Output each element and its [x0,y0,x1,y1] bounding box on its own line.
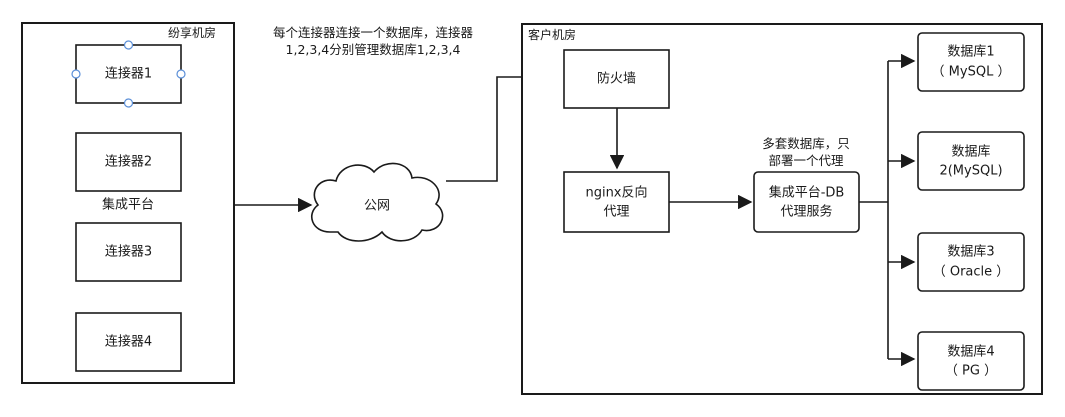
firewall-box[interactable] [563,49,670,109]
connector-3-node[interactable]: 连接器3 [75,222,182,282]
db-proxy-label-line1: 集成平台-DB [769,185,845,201]
database-1-box[interactable] [917,32,1025,92]
database-2-node[interactable]: 数据库 2(MySQL) [917,131,1025,191]
database-3-node[interactable]: 数据库3 （ Oracle ） [917,232,1025,292]
connector-2-label: 连接器2 [105,154,152,170]
database-2-label-line1: 数据库 [951,144,990,160]
connector-4-label: 连接器4 [105,334,152,350]
connector-note-line1: 每个连接器连接一个数据库，连接器 [273,25,474,40]
right-room-label: 客户机房 [528,27,576,42]
connector-4-node[interactable]: 连接器4 [75,312,182,372]
selection-handle-right[interactable] [176,69,186,79]
database-1-label-line1: 数据库1 [947,44,994,60]
connector-note-line2: 1,2,3,4分别管理数据库1,2,3,4 [286,42,461,57]
database-2-box[interactable] [917,131,1025,191]
selection-handle-top[interactable] [123,40,134,50]
db-proxy-note-line2: 部署一个代理 [768,153,844,168]
selection-handle-left[interactable] [71,69,81,79]
nginx-proxy-box[interactable] [563,171,670,233]
database-4-node[interactable]: 数据库4 （ PG ） [917,331,1025,391]
connector-3-box[interactable] [75,222,182,282]
connector-4-box[interactable] [75,312,182,372]
database-3-label-line2: （ Oracle ） [933,265,1010,280]
nginx-proxy-label-line2: 代理 [603,205,629,220]
cloud-icon[interactable] [310,162,444,242]
firewall-node[interactable]: 防火墙 [563,49,670,109]
nginx-proxy-node[interactable]: nginx反向 代理 [563,171,670,233]
nginx-proxy-label-line1: nginx反向 [585,185,647,201]
connector-3-label: 连接器3 [105,244,152,260]
connector-2-node[interactable]: 连接器2 [75,132,182,192]
db-proxy-node[interactable]: 集成平台-DB 代理服务 [753,171,860,233]
connector-1-label: 连接器1 [105,66,152,82]
database-3-box[interactable] [917,232,1025,292]
connector-1-node[interactable]: 连接器1 [71,40,186,108]
database-1-node[interactable]: 数据库1 （ MySQL ） [917,32,1025,92]
public-network-label: 公网 [364,199,390,214]
db-proxy-box[interactable] [753,171,860,233]
database-4-label-line2: （ PG ） [945,364,997,379]
firewall-label: 防火墙 [597,71,636,87]
database-2-label-line2: 2(MySQL) [939,164,1002,179]
database-1-label-line2: （ MySQL ） [932,65,1011,80]
db-proxy-label-line2: 代理服务 [780,204,832,220]
database-4-box[interactable] [917,331,1025,391]
integration-platform-label: 集成平台 [102,197,154,213]
db-proxy-note-line1: 多套数据库，只 [762,136,850,151]
public-network-node[interactable]: 公网 [310,162,444,242]
database-4-label-line1: 数据库4 [947,344,994,360]
left-room-label: 纷享机房 [168,25,216,40]
connector-2-box[interactable] [75,132,182,192]
database-3-label-line1: 数据库3 [947,244,994,260]
selection-handle-bottom[interactable] [123,98,134,108]
